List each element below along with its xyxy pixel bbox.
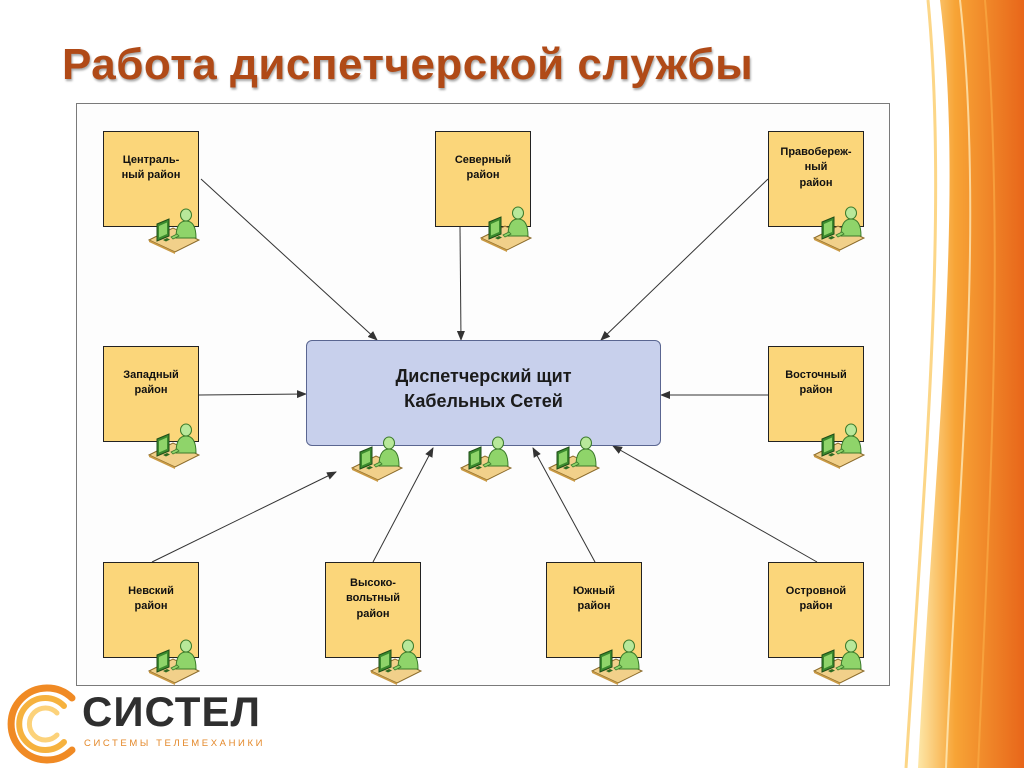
arrow-nevsky-to-hub xyxy=(151,471,337,563)
operator-workstation-icon xyxy=(479,204,533,252)
operator-workstation-icon xyxy=(369,637,423,685)
hub-operator-icon xyxy=(350,434,404,482)
arrow-central-to-hub xyxy=(200,178,378,341)
operator-workstation-icon xyxy=(812,421,866,469)
district-east[interactable]: Восточный район xyxy=(768,346,864,442)
hub-operator-icon xyxy=(459,434,513,482)
arrow-north-to-hub xyxy=(456,226,465,341)
district-label: Южный район xyxy=(572,584,616,612)
district-label: Невский район xyxy=(128,584,174,612)
operator-workstation-icon xyxy=(147,637,201,685)
district-label: Северный район xyxy=(454,153,512,181)
operator-workstation-icon xyxy=(147,206,201,254)
arrow-west-to-hub xyxy=(198,390,307,399)
slide-title: Работа диспетчерской службы xyxy=(62,40,754,89)
dispatch-diagram: Централь- ный район Северный район Право… xyxy=(76,103,890,686)
district-west[interactable]: Западный район xyxy=(103,346,199,442)
arrow-island-to-hub xyxy=(612,445,818,563)
operator-workstation-icon xyxy=(812,204,866,252)
arrow-high-voltage-to-hub xyxy=(372,447,434,563)
district-label: Централь- ный район xyxy=(121,153,181,181)
arrow-right-bank-to-hub xyxy=(600,178,769,341)
district-label: Восточный район xyxy=(785,368,847,396)
operator-workstation-icon xyxy=(147,421,201,469)
operator-workstation-icon xyxy=(812,637,866,685)
hub-title: Диспетчерский щит Кабельных Сетей xyxy=(395,365,572,411)
arrow-south-to-hub xyxy=(532,447,596,563)
hub-operator-icon xyxy=(547,434,601,482)
district-label: Высоко- вольтный район xyxy=(345,577,401,620)
connection-arrows xyxy=(151,178,818,563)
orange-side-stripe xyxy=(918,0,1024,768)
district-label: Правобереж- ный район xyxy=(780,146,852,189)
dispatch-board-hub[interactable]: Диспетчерский щит Кабельных Сетей xyxy=(306,340,661,446)
logo-tagline: СИСТЕМЫ ТЕЛЕМЕХАНИКИ xyxy=(84,738,266,749)
district-label: Западный район xyxy=(123,368,179,396)
district-label: Островной район xyxy=(785,584,847,612)
logo-name: СИСТЕЛ xyxy=(82,688,261,735)
operator-workstation-icon xyxy=(590,637,644,685)
company-logo: СИСТЕЛ СИСТЕМЫ ТЕЛЕМЕХАНИКИ xyxy=(0,680,300,768)
c-arc-logo-icon xyxy=(7,684,76,764)
